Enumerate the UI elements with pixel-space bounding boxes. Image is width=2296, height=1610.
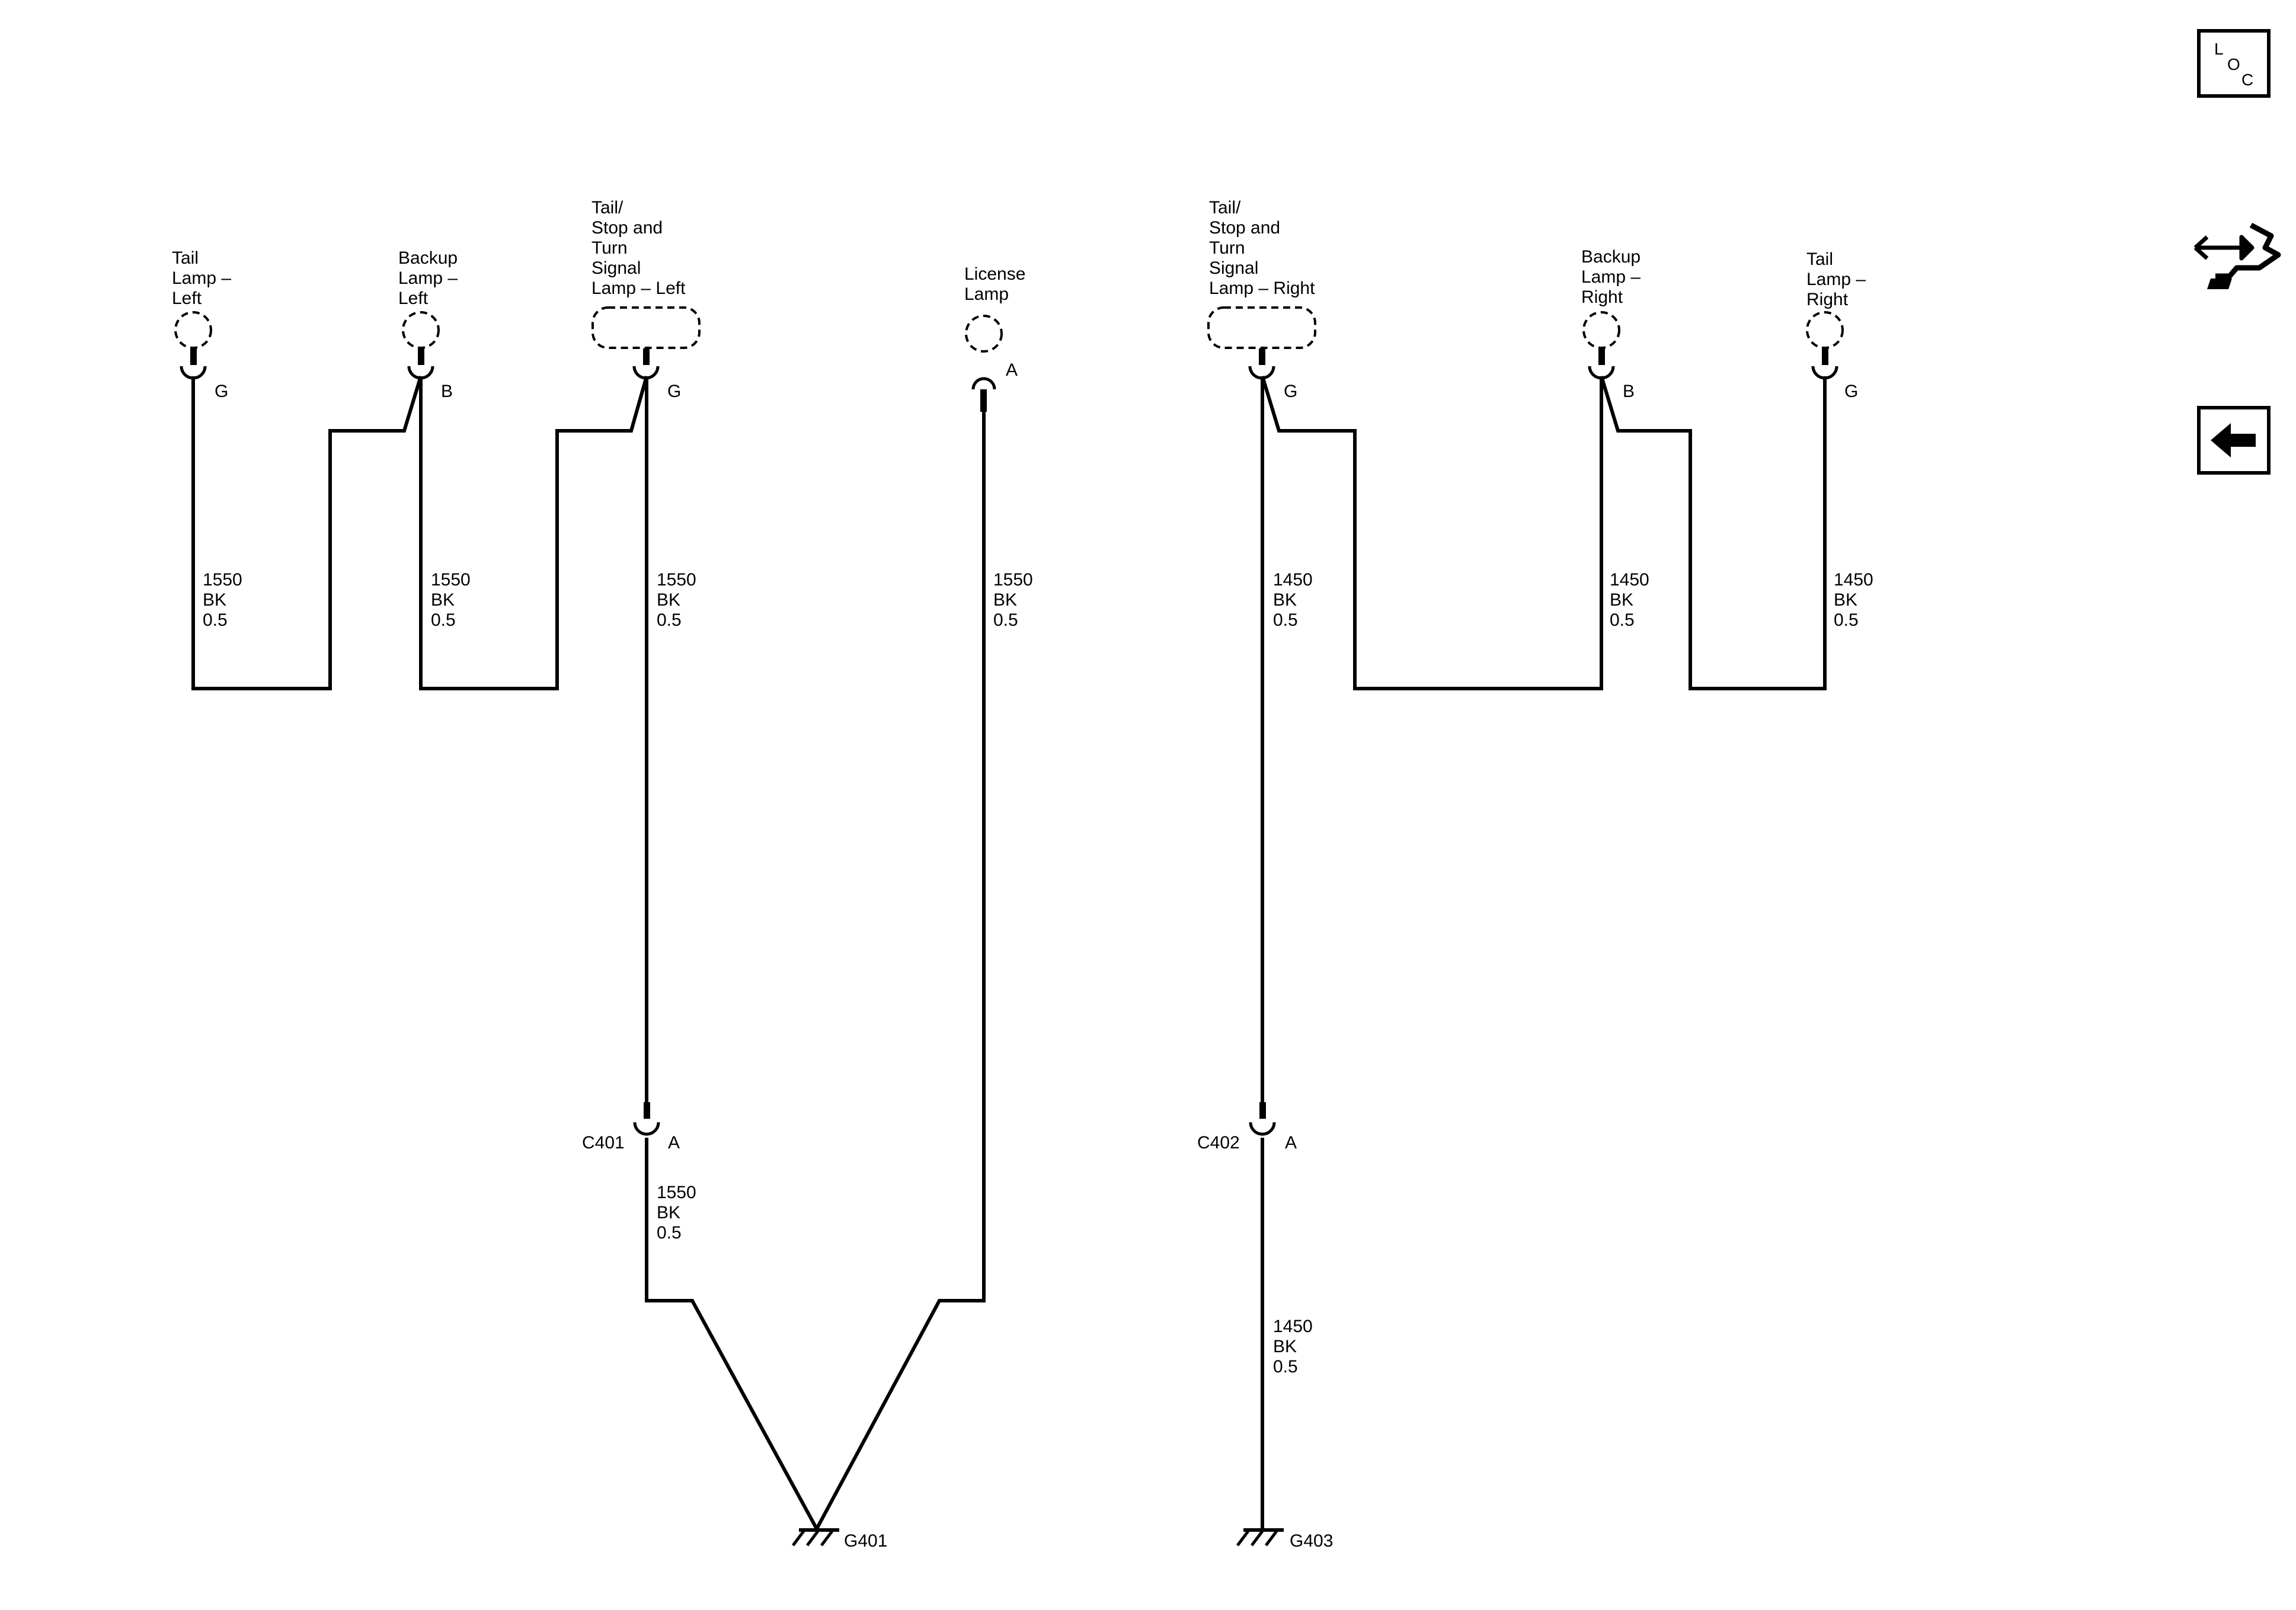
label-tail-stop-turn-right: Tail/ Stop and Turn Signal Lamp – Right <box>1209 198 1315 298</box>
wire-c401-g401[interactable] <box>645 1138 818 1530</box>
wire-label-w1: 1550 BK 0.5 <box>203 570 247 630</box>
wire-label-w7: 1450 BK 0.5 <box>1834 570 1878 630</box>
ground-g401-symbol[interactable] <box>792 1528 839 1547</box>
pin-license-lamp: A <box>1006 360 1018 380</box>
ground-g403-label: G403 <box>1290 1531 1333 1551</box>
c402-connector-symbol[interactable] <box>1249 1122 1276 1136</box>
tail-stop-turn-right-symbol[interactable] <box>1207 306 1316 349</box>
loc-icon-letter-c: C <box>2241 71 2253 89</box>
label-backup-lamp-right: Backup Lamp – Right <box>1581 247 1645 307</box>
wire-tail-stop-turn-right-jumper[interactable] <box>1261 376 1603 690</box>
wire-label-w2: 1550 BK 0.5 <box>431 570 475 630</box>
backup-lamp-left-symbol[interactable] <box>402 311 440 349</box>
label-tail-stop-turn-left: Tail/ Stop and Turn Signal Lamp – Left <box>591 198 686 298</box>
back-button[interactable] <box>2197 406 2271 475</box>
terminal-license-lamp <box>971 377 996 412</box>
loc-icon-letter-o: O <box>2227 55 2240 73</box>
c402-pin-label: A <box>1285 1133 1297 1153</box>
backup-lamp-right-symbol[interactable] <box>1582 311 1620 349</box>
label-backup-lamp-left: Backup Lamp – Left <box>398 248 462 308</box>
wire-label-w3: 1550 BK 0.5 <box>657 570 701 630</box>
terminal-tail-stop-turn-left <box>632 348 660 380</box>
pin-tail-stop-turn-left: G <box>667 382 681 401</box>
harness-icon[interactable] <box>2193 223 2281 289</box>
ground-g403-symbol[interactable] <box>1236 1528 1284 1547</box>
tail-stop-turn-left-symbol[interactable] <box>591 306 701 349</box>
tail-lamp-left-symbol[interactable] <box>174 311 212 349</box>
wire-license-lamp[interactable] <box>815 412 986 1530</box>
wire-label-w5: 1450 BK 0.5 <box>1273 570 1318 630</box>
pin-backup-lamp-left: B <box>441 382 453 401</box>
pin-tail-stop-turn-right: G <box>1284 382 1297 401</box>
c401-female-terminal <box>644 1102 650 1119</box>
terminal-tail-stop-turn-right <box>1248 348 1275 380</box>
label-tail-lamp-left: Tail Lamp – Left <box>172 248 236 308</box>
tail-lamp-right-symbol[interactable] <box>1806 311 1844 349</box>
terminal-backup-lamp-left <box>407 348 434 380</box>
wire-backup-lamp-left[interactable] <box>419 376 648 690</box>
pin-backup-lamp-right: B <box>1623 382 1635 401</box>
pin-tail-lamp-left: G <box>215 382 228 401</box>
wire-label-w9: 1450 BK 0.5 <box>1273 1317 1318 1377</box>
license-lamp-symbol[interactable] <box>965 315 1003 353</box>
c401-label: C401 <box>582 1133 625 1153</box>
c402-label: C402 <box>1197 1133 1240 1153</box>
label-license-lamp: License Lamp <box>964 264 1031 304</box>
back-arrow-icon <box>2211 423 2256 457</box>
terminal-tail-lamp-left <box>180 348 207 380</box>
c401-connector-symbol[interactable] <box>633 1122 660 1136</box>
loc-button[interactable]: L O C <box>2197 29 2271 98</box>
terminal-backup-lamp-right <box>1588 348 1615 380</box>
pin-tail-lamp-right: G <box>1844 382 1858 401</box>
terminal-tail-lamp-right <box>1811 348 1838 380</box>
loc-icon-letter-l: L <box>2214 40 2224 58</box>
c401-pin-label: A <box>668 1133 680 1153</box>
wire-label-w4: 1550 BK 0.5 <box>993 570 1038 630</box>
wire-label-w6: 1450 BK 0.5 <box>1610 570 1654 630</box>
ground-g401-label: G401 <box>844 1531 887 1551</box>
wire-backup-lamp-right[interactable] <box>1600 376 1827 690</box>
c402-female-terminal <box>1259 1102 1266 1119</box>
label-tail-lamp-right: Tail Lamp – Right <box>1806 249 1870 309</box>
wire-label-w8: 1550 BK 0.5 <box>657 1183 701 1243</box>
wire-tail-lamp-left[interactable] <box>191 376 423 690</box>
